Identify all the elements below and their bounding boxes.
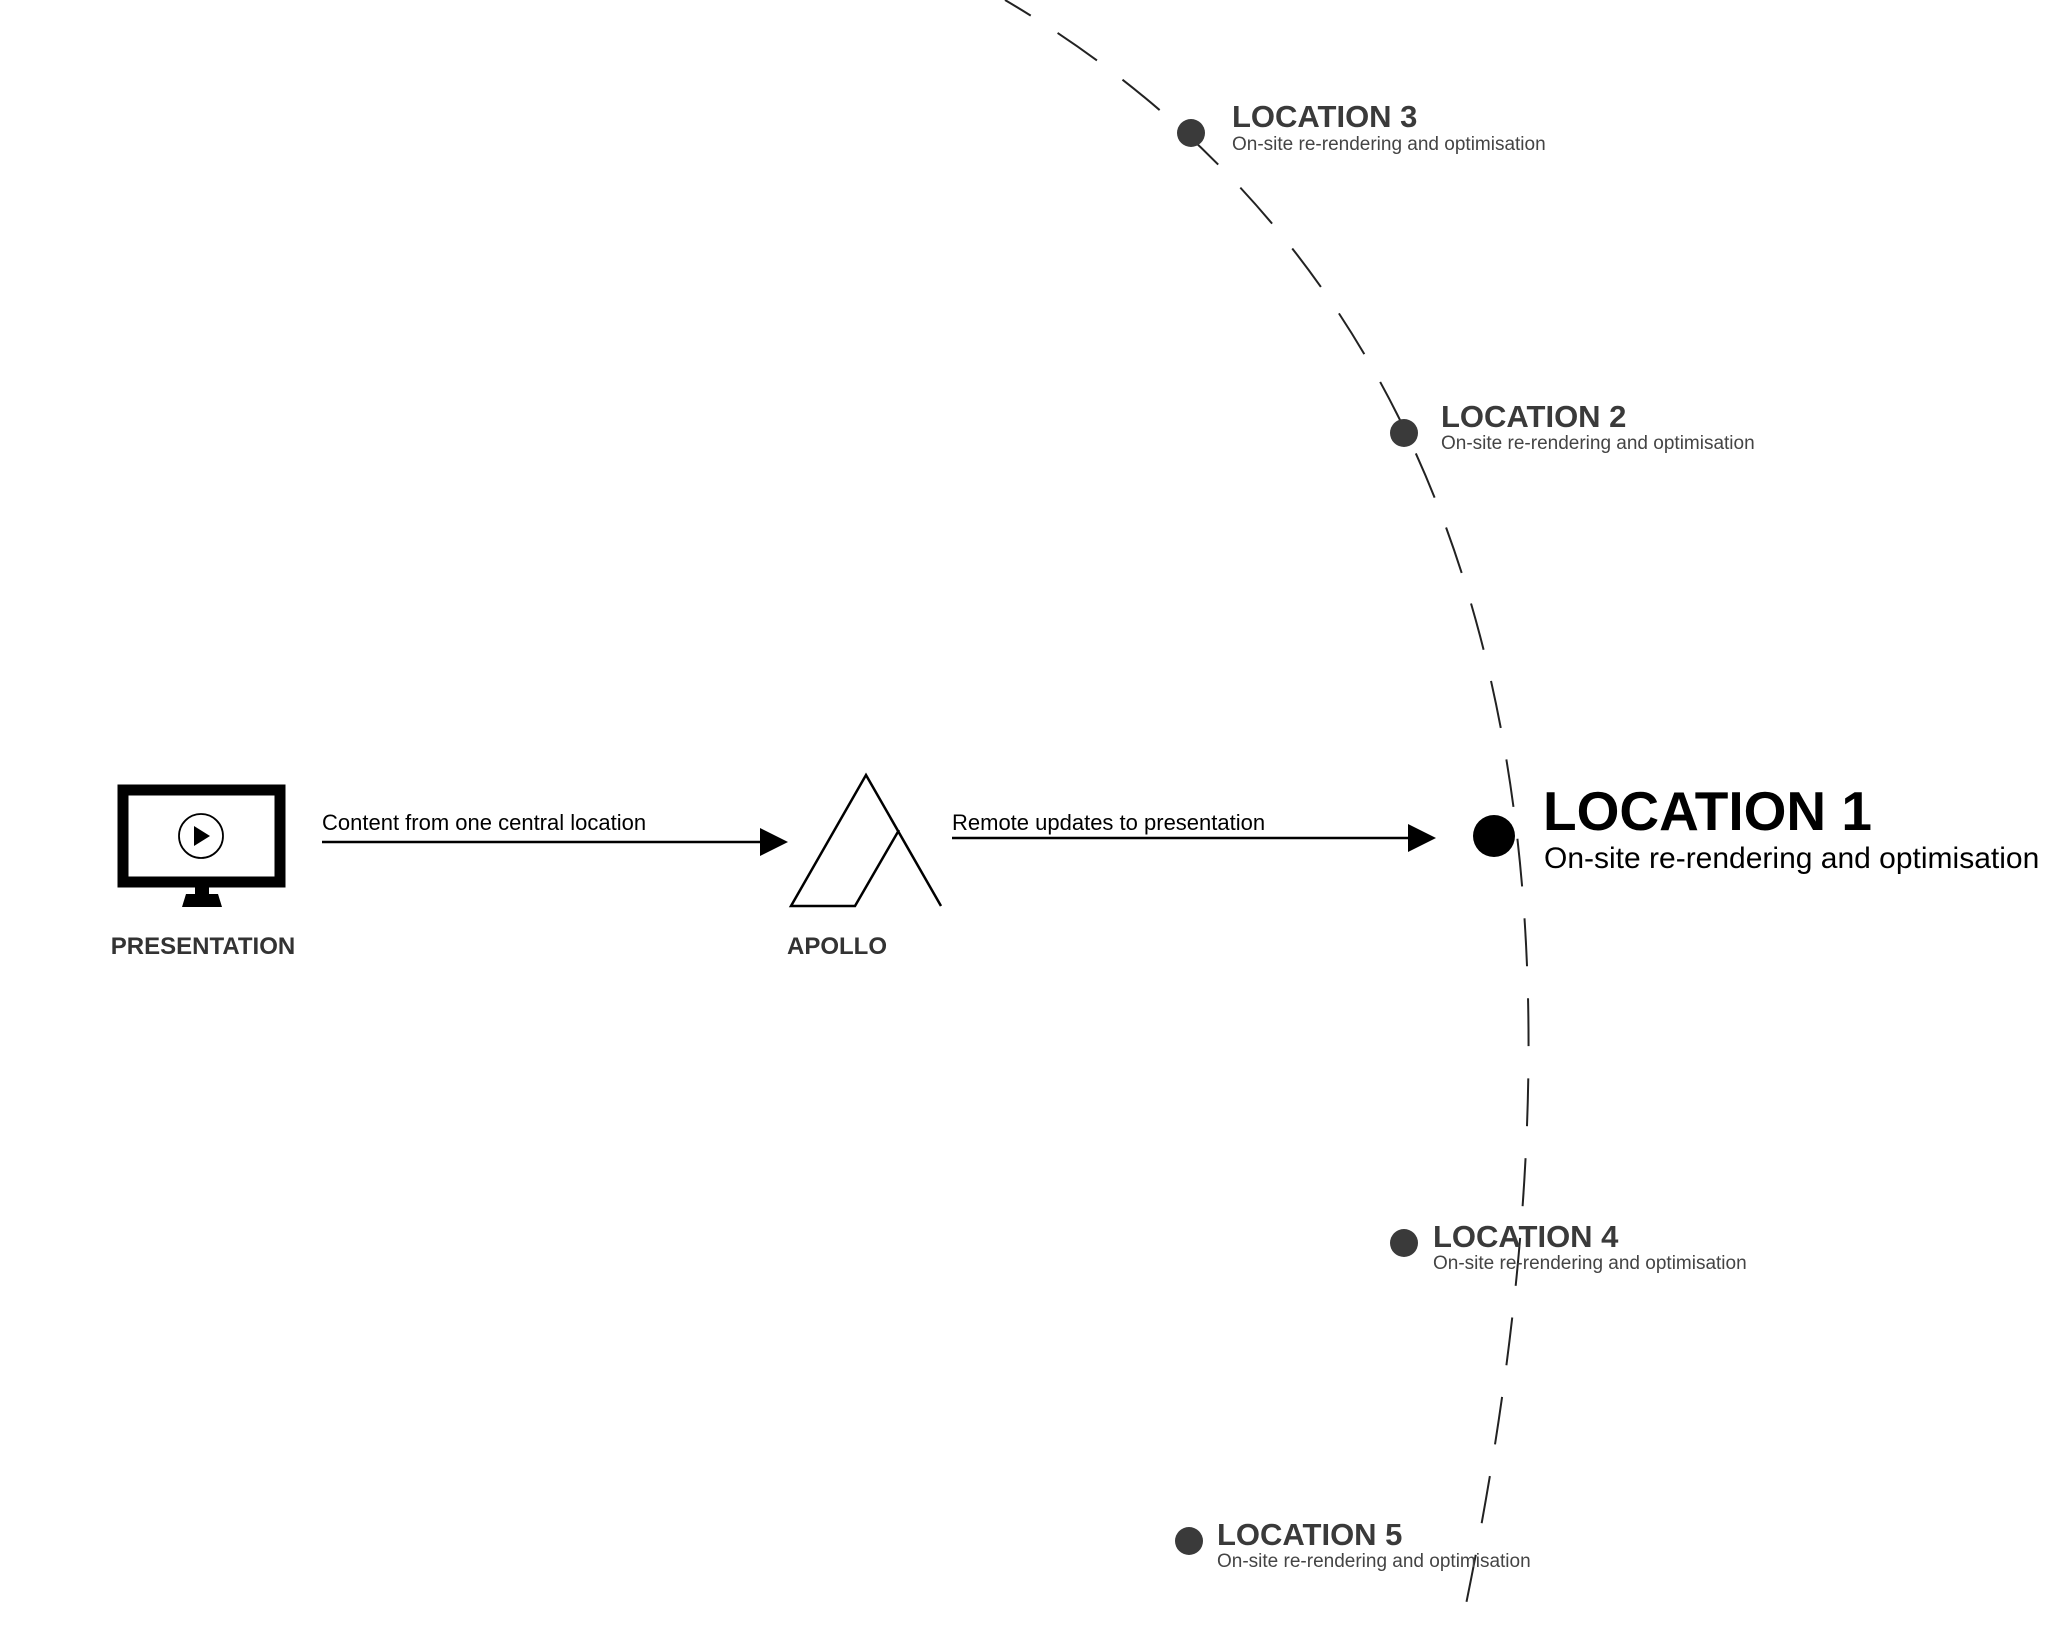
apollo-label: APOLLO bbox=[787, 933, 887, 960]
location-2-subtitle: On-site re-rendering and optimisation bbox=[1441, 433, 1755, 454]
locations-orbit-arc bbox=[1004, 0, 1530, 1633]
arrow-label-central-content: Content from one central location bbox=[322, 810, 646, 835]
location-4-dot bbox=[1390, 1229, 1418, 1257]
location-2-title: LOCATION 2 bbox=[1441, 399, 1626, 434]
location-5-dot bbox=[1175, 1527, 1203, 1555]
location-3-title: LOCATION 3 bbox=[1232, 99, 1417, 134]
apollo-logo-icon bbox=[788, 772, 943, 908]
location-3-subtitle: On-site re-rendering and optimisation bbox=[1232, 134, 1546, 155]
location-5: LOCATION 5 On-site re-rendering and opti… bbox=[1175, 1517, 1531, 1572]
arrow-presentation-to-apollo: Content from one central location bbox=[322, 810, 788, 856]
apollo-node: APOLLO bbox=[787, 772, 943, 960]
location-5-subtitle: On-site re-rendering and optimisation bbox=[1217, 1551, 1531, 1572]
monitor-play-icon bbox=[117, 784, 286, 907]
location-2: LOCATION 2 On-site re-rendering and opti… bbox=[1390, 399, 1755, 454]
presentation-label: PRESENTATION bbox=[111, 933, 295, 960]
location-4-subtitle: On-site re-rendering and optimisation bbox=[1433, 1253, 1747, 1274]
location-1: LOCATION 1 On-site re-rendering and opti… bbox=[1473, 780, 2039, 875]
location-3: LOCATION 3 On-site re-rendering and opti… bbox=[1177, 99, 1546, 155]
arrow-label-remote-updates: Remote updates to presentation bbox=[952, 810, 1265, 835]
location-5-title: LOCATION 5 bbox=[1217, 1517, 1402, 1552]
presentation-node: PRESENTATION bbox=[111, 784, 295, 960]
location-3-dot bbox=[1177, 119, 1205, 147]
location-1-dot bbox=[1473, 815, 1515, 857]
location-4-title: LOCATION 4 bbox=[1433, 1219, 1619, 1254]
location-1-subtitle: On-site re-rendering and optimisation bbox=[1544, 842, 2039, 875]
arrow-apollo-to-location: Remote updates to presentation bbox=[952, 810, 1436, 852]
location-4: LOCATION 4 On-site re-rendering and opti… bbox=[1390, 1219, 1747, 1274]
location-2-dot bbox=[1390, 419, 1418, 447]
location-1-title: LOCATION 1 bbox=[1543, 780, 1872, 842]
